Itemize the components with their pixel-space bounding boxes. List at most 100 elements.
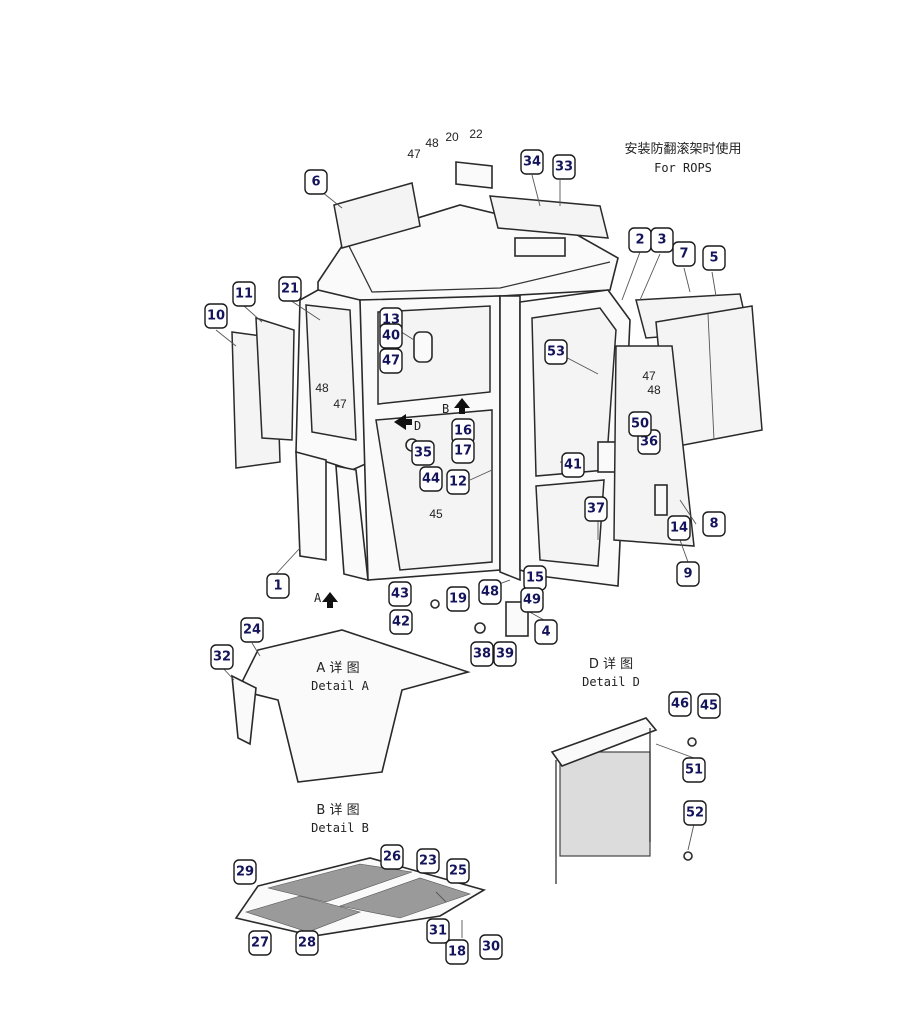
callout-number: 39 [496,647,514,662]
callout-number: 3 [657,233,666,248]
callout-32: 32 [210,644,234,670]
door-lower-glass [535,479,605,567]
callout-number: 25 [449,864,467,879]
detail-a-bracket [231,674,257,746]
detail-a: A 详 图 Detail A [231,629,471,783]
callout-number: 17 [454,444,472,459]
view-b-marker: B [442,402,449,416]
callout-number: 1 [273,579,282,594]
callout-12: 12 [446,469,470,495]
callout-box [520,149,544,175]
arrow-up-icon [322,592,338,608]
door-post [499,295,521,582]
rops-bracket [514,237,566,257]
callout-number: 46 [671,697,689,712]
callout-box [683,800,707,826]
callout-box [628,411,652,437]
callout-number: 52 [686,806,704,821]
detail-a-en: Detail A [311,679,370,693]
callout-box [210,644,234,670]
callout-1: 1 [266,573,290,599]
callout-number: 35 [414,446,432,461]
callout-9: 9 [676,561,700,587]
callout-number: 30 [482,940,500,955]
callout-number: 48 [481,585,499,600]
rops-note-en: For ROPS [654,161,712,175]
callout-number: 24 [243,623,261,638]
callout-box [584,496,608,522]
callout-3: 3 [650,227,674,253]
plain-label-45: 45 [429,507,443,521]
callout-19: 19 [446,586,470,612]
plain-label-20: 20 [445,130,459,144]
hinge-part [654,484,668,516]
callout-number: 45 [700,699,718,714]
callout-box [411,440,435,466]
callout-38: 38 [470,641,494,667]
plain-label-48: 48 [425,136,439,150]
detail-d-cn: D 详 图 [589,657,633,672]
callout-46: 46 [668,691,692,717]
callout-box [672,241,696,267]
callout-number: 53 [547,345,565,360]
callout-box [446,469,470,495]
callout-number: 18 [448,945,466,960]
callout-number: 27 [251,936,269,951]
callout-box [682,757,706,783]
callout-box [379,348,403,374]
callout-24: 24 [240,617,264,643]
callout-number: 44 [422,472,440,487]
callout-number: 28 [298,936,316,951]
front-upper-window [377,305,491,405]
callout-box [379,323,403,349]
callout-number: 51 [685,763,703,778]
front-left-post [335,465,369,582]
callout-box [520,587,544,613]
lamp-13 [413,331,433,363]
callout-42: 42 [389,609,413,635]
callout-number: 32 [213,650,231,665]
left-loose-glass-11 [255,316,295,441]
callout-box [561,452,585,478]
callout-box [446,858,470,884]
detail-b-cn: B 详 图 [316,803,359,818]
callout-10: 10 [204,303,228,329]
mat-pad-27 [244,895,361,933]
bolt-42 [430,599,440,609]
callout-number: 9 [683,567,692,582]
plain-label-22: 22 [469,127,483,141]
callout-box [419,466,443,492]
callout-number: 11 [235,287,253,302]
callout-box [650,227,674,253]
callout-number: 10 [207,309,225,324]
callout-26: 26 [380,844,404,870]
callout-23: 23 [416,848,440,874]
fastener-46 [687,737,697,747]
callout-number: 50 [631,417,649,432]
plain-label-48: 48 [647,383,661,397]
callout-33: 33 [552,154,576,180]
callout-number: 34 [523,155,541,170]
callout-29: 29 [233,859,257,885]
callout-number: 15 [526,571,544,586]
callout-box [493,641,517,667]
leader-lines [215,174,717,938]
callout-box [278,276,302,302]
callout-number: 4 [541,625,550,640]
callout-8: 8 [702,511,726,537]
callout-box [266,573,290,599]
callout-box [470,641,494,667]
top-plate [455,161,493,189]
callout-number: 23 [419,854,437,869]
callout-number: 6 [311,175,320,190]
callout-45: 45 [697,693,721,719]
callout-number: 26 [383,850,401,865]
bolt-38 [474,622,486,634]
callout-41: 41 [561,452,585,478]
callout-number: 8 [709,517,718,532]
callout-number: 14 [670,521,688,536]
callout-box [204,303,228,329]
plain-label-47: 47 [333,397,347,411]
